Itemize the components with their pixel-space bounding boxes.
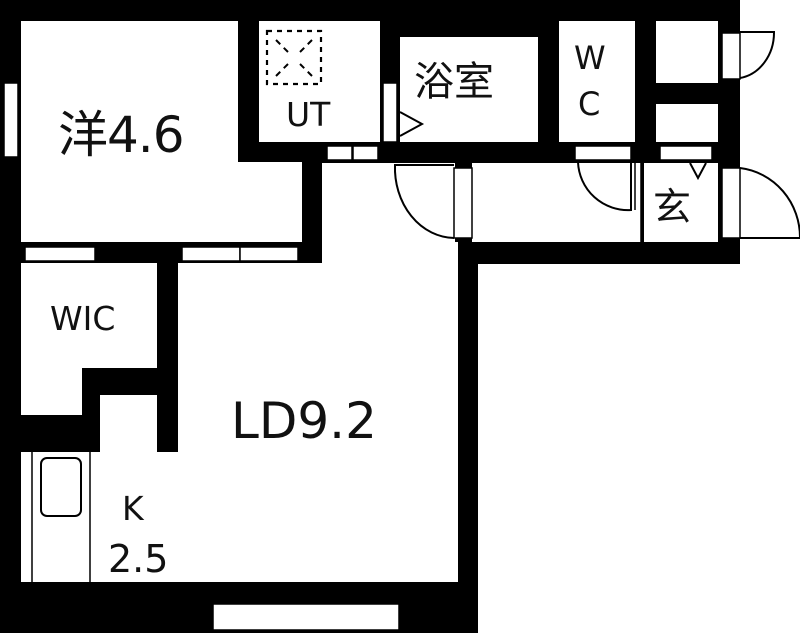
- window-ut-2: [352, 145, 379, 161]
- toilet-label-w: W: [574, 39, 606, 77]
- door-swings: [393, 31, 800, 242]
- storage-lower-area: [656, 104, 718, 142]
- bath-step-triangle-icon: [399, 111, 425, 137]
- entrance-step-triangle-icon: [689, 162, 707, 181]
- kitchen-sink-icon: [40, 457, 82, 517]
- living-dining-area: [21, 163, 458, 582]
- kitchen-counter: [31, 452, 91, 582]
- washing-machine-icon: [265, 29, 323, 86]
- storage-door-panel: [721, 32, 741, 80]
- storage-door-swing-icon: [739, 31, 776, 79]
- window-room-south-2: [181, 246, 241, 262]
- living-dining-label: LD9.2: [231, 392, 377, 450]
- window-ut-1: [326, 145, 353, 161]
- entrance-door-swing-icon: [739, 167, 800, 239]
- western-room-label: 洋4.6: [58, 106, 185, 164]
- window-ld-south: [212, 603, 400, 631]
- kitchen-label: K: [122, 489, 144, 528]
- walk-in-closet-area: [21, 263, 157, 415]
- entrance-area: [644, 163, 718, 242]
- toilet-label-c: C: [578, 85, 601, 123]
- hall-door-panel: [453, 167, 473, 239]
- hall-door-swing-icon: [393, 164, 455, 239]
- toilet-area: [559, 21, 635, 142]
- western-room-area: [21, 21, 302, 242]
- toilet-door-frame: [574, 145, 632, 161]
- window-room-south-3: [239, 246, 299, 262]
- walk-in-closet-label: WIC: [50, 299, 116, 338]
- storage-upper-area: [656, 21, 718, 83]
- storage-lower-frame: [659, 145, 713, 161]
- windows: [3, 32, 741, 631]
- window-west: [3, 82, 19, 158]
- room-interiors: [21, 21, 718, 582]
- entrance-label: 玄: [653, 185, 692, 229]
- window-room-south-1: [24, 246, 96, 262]
- entrance-door-panel: [721, 167, 741, 239]
- kitchen-size-label: 2.5: [108, 537, 169, 581]
- utility-label: UT: [286, 95, 331, 134]
- bathroom-label: 浴室: [414, 59, 494, 105]
- utility-area: [259, 21, 380, 142]
- bath-door-panel: [382, 82, 398, 143]
- toilet-door-swing-icon: [577, 161, 632, 212]
- hallway-area: [472, 163, 641, 242]
